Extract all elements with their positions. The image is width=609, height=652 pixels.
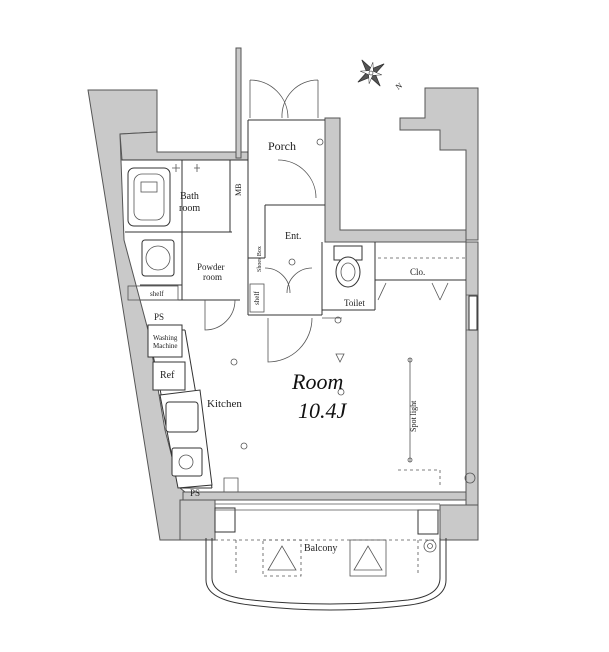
compass-rose-icon	[357, 59, 385, 87]
bath-room-label-2: room	[179, 203, 200, 214]
windows	[214, 295, 478, 535]
compass-north-label: N	[394, 81, 404, 92]
powder-room-label-2: room	[203, 272, 222, 282]
balcony-label: Balcony	[304, 543, 337, 554]
shelf-entrance-label: shelf	[253, 291, 261, 305]
bathtub	[127, 167, 171, 227]
walls	[87, 47, 479, 541]
fixtures	[127, 138, 476, 493]
balcony	[205, 538, 447, 611]
powder-room-label: Powder	[197, 262, 225, 272]
shelf-left-label: shelf	[150, 290, 164, 298]
toilet-label: Toilet	[344, 298, 365, 308]
mb-label: MB	[234, 184, 243, 196]
kitchen-label: Kitchen	[207, 398, 242, 410]
washing-machine-label: Washing	[153, 334, 178, 342]
kitchen-sink	[165, 401, 199, 433]
doors	[204, 79, 449, 363]
stove	[171, 447, 203, 477]
entrance-label: Ent.	[285, 231, 301, 242]
toilet-bowl	[335, 256, 361, 288]
washbasin	[141, 239, 175, 277]
porch-label: Porch	[268, 139, 296, 153]
washing-machine	[147, 324, 183, 358]
spot-light-label: Spot light	[409, 400, 418, 432]
room-labels: Porch Bath room MB Ent. Shoes Box Powder…	[150, 139, 425, 554]
closet-label: Clo.	[410, 267, 425, 277]
main-room-size: 10.4J	[298, 398, 348, 423]
washing-machine-label-2: Machine	[153, 342, 178, 350]
ps-top-label: PS	[154, 312, 164, 322]
main-room-label: Room	[291, 369, 343, 394]
bath-room-label: Bath	[180, 191, 199, 202]
ps-bottom-label: PS	[190, 488, 200, 498]
refrigerator-label: Ref	[160, 370, 175, 381]
shoes-box-label: Shoes Box	[257, 246, 263, 272]
refrigerator	[152, 361, 186, 391]
